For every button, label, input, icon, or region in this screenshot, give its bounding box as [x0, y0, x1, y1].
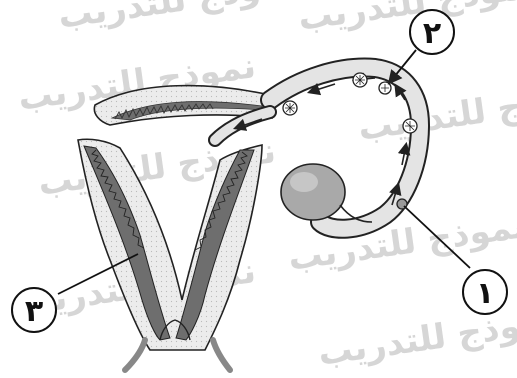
label-3: ٣ — [12, 288, 56, 332]
watermark-text: نموذج للتدريب — [296, 0, 517, 39]
label-3-text: ٣ — [25, 294, 43, 329]
label-2-text: ٢ — [423, 16, 441, 51]
label-1-text: ١ — [476, 276, 494, 311]
label-2: ٢ — [410, 10, 454, 54]
watermark-text: نموذج للتدريب — [56, 0, 298, 37]
label-1: ١ — [463, 270, 507, 314]
ovary — [281, 164, 372, 222]
